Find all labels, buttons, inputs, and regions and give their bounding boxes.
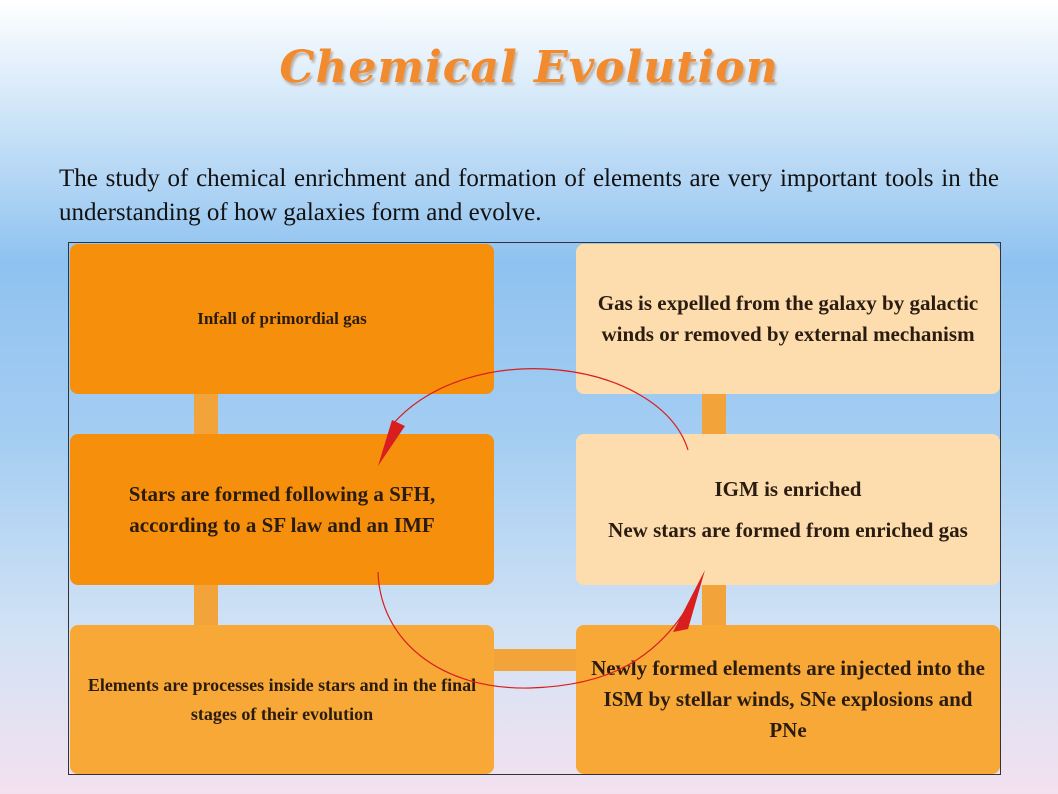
- arrowhead-right: [673, 570, 705, 632]
- box-infall-primordial-gas: Infall of primordial gas: [70, 244, 494, 394]
- cycle-arc-top: [391, 368, 689, 451]
- diagram-frame: [68, 242, 1001, 775]
- connector-left-upper: [194, 392, 218, 436]
- arrowhead-left: [378, 420, 405, 466]
- intro-paragraph: The study of chemical enrichment and for…: [59, 165, 999, 226]
- connector-left-lower: [194, 583, 218, 627]
- box-elements-processed: Elements are processes inside stars and …: [70, 625, 494, 774]
- connector-bottom: [490, 649, 582, 671]
- box-gas-expelled: Gas is expelled from the galaxy by galac…: [576, 244, 1000, 394]
- box-stars-formed: Stars are formed following a SFH, accord…: [70, 434, 494, 585]
- cycle-arc-bottom: [377, 571, 699, 689]
- box-igm-enriched: IGM is enriched New stars are formed fro…: [576, 434, 1000, 585]
- connector-right-upper: [702, 392, 726, 436]
- box-newly-formed-elements: Newly formed elements are injected into …: [576, 625, 1000, 774]
- box-stars-formed-label: Stars are formed following a SFH, accord…: [128, 481, 436, 537]
- box-infall-label: Infall of primordial gas: [197, 309, 367, 328]
- connector-right-lower: [702, 583, 726, 627]
- box-elements-processed-label: Elements are processes inside stars and …: [87, 674, 477, 724]
- box-newly-formed-label: Newly formed elements are injected into …: [591, 656, 985, 742]
- slide-title: Chemical Evolution: [279, 42, 779, 93]
- box-new-stars-label: New stars are formed from enriched gas: [608, 517, 968, 542]
- box-gas-expelled-label: Gas is expelled from the galaxy by galac…: [597, 291, 979, 346]
- box-igm-enriched-label: IGM is enriched: [714, 476, 862, 501]
